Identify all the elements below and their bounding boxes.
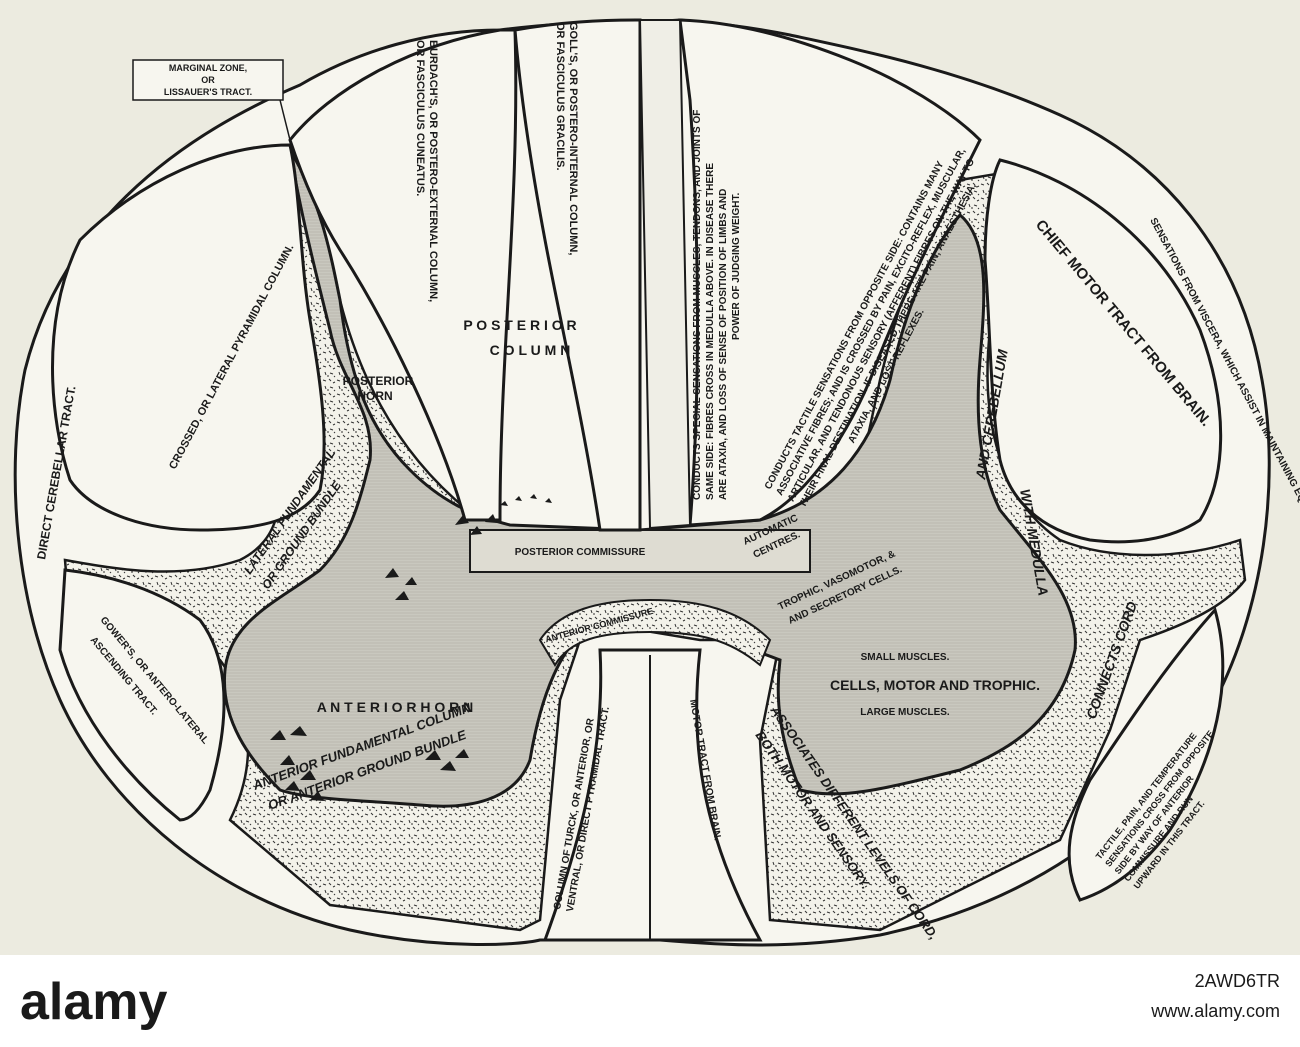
special-line4: POWER OF JUDGING WEIGHT.	[731, 193, 742, 340]
burdach-line1: BURDACH'S, OR POSTERO-EXTERNAL COLUMN,	[427, 40, 439, 302]
spinal-cord-cross-section-diagram: MARGINAL ZONE, OR LISSAUER'S TRACT. BURD…	[0, 0, 1300, 955]
large-muscles-label: LARGE MUSCLES.	[860, 707, 950, 718]
goll-line2: OR FASCICULUS GRACILIS.	[554, 22, 566, 171]
image-id-label: 2AWD6TR	[1195, 971, 1280, 991]
alamy-logo: alamy	[20, 973, 168, 1031]
small-muscles-label: SMALL MUSCLES.	[861, 652, 950, 663]
cells-motor-label: CELLS, MOTOR AND TROPHIC.	[830, 677, 1040, 693]
posterior-horn-line2: HORN	[357, 389, 392, 403]
alamy-url-label: www.alamy.com	[1150, 1001, 1280, 1021]
special-line3: ARE ATAXIA, AND LOSS OF SENSE OF POSITIO…	[718, 189, 729, 500]
marginal-zone-line3: LISSAUER'S TRACT.	[164, 87, 252, 97]
goll-line1: GOLL'S, OR POSTERO-INTERNAL COLUMN,	[567, 22, 579, 255]
special-line2: SAME SIDE: FIBRES CROSS IN MEDULLA ABOVE…	[705, 163, 716, 500]
marginal-zone-line2: OR	[201, 75, 215, 85]
footer-bar: alamy 2AWD6TR www.alamy.com	[0, 955, 1300, 1042]
footer-graphics: alamy 2AWD6TR www.alamy.com	[0, 955, 1300, 1042]
crossed-pyramidal-left	[53, 145, 325, 530]
posterior-column-line2: C O L U M N	[490, 342, 571, 358]
posterior-column-line1: P O S T E R I O R	[463, 317, 576, 333]
posterior-commissure-label: POSTERIOR COMMISSURE	[515, 547, 646, 558]
burdach-line2: OR FASCICULUS CUNEATUS.	[414, 40, 426, 196]
marginal-zone-line1: MARGINAL ZONE,	[169, 63, 247, 73]
special-line1: CONDUCTS SPECIAL SENSATIONS FROM MUSCLES…	[692, 110, 703, 500]
posterior-horn-line1: POSTERIOR	[343, 374, 414, 388]
posterior-median-divider	[640, 20, 690, 528]
